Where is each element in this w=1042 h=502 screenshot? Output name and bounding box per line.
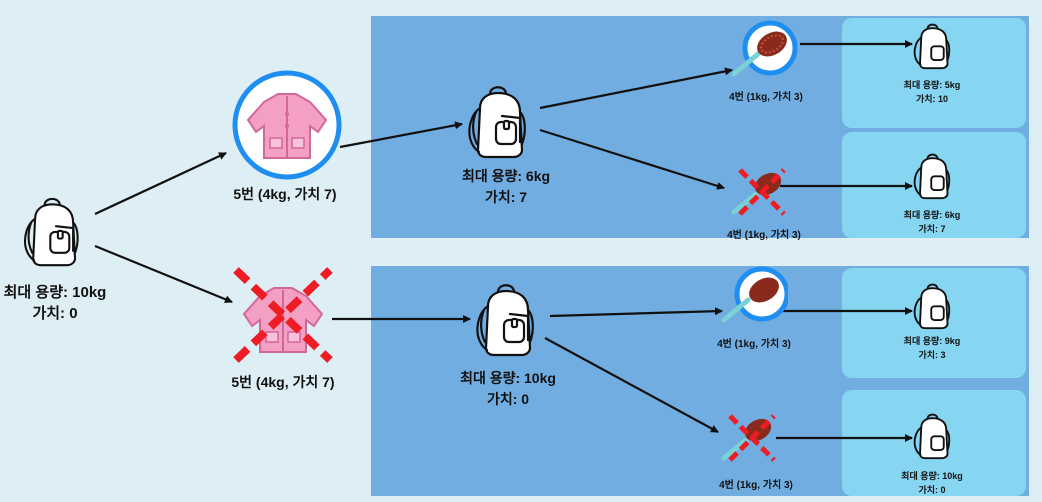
item4-label-4: 4번 (1kg, 가치 3) [719, 480, 793, 491]
item5-take-label: 5번 (4kg, 가치 7) [233, 186, 337, 202]
backpack-icon [913, 413, 951, 460]
backpack-icon [476, 284, 534, 357]
hairbrush-icon-rejected [731, 168, 786, 216]
hairbrush-icon-selected [721, 266, 788, 323]
item5-skip-label: 5번 (4kg, 가치 7) [231, 374, 335, 390]
edge-take-node [339, 121, 463, 149]
item4-label-1: 4번 (1kg, 가치 3) [729, 92, 803, 103]
node-top-label: 최대 용량: 6kg 가치: 7 [436, 166, 576, 208]
backpack-icon [913, 283, 951, 330]
leaf-3-capacity: 최대 용량: 9kg [903, 336, 961, 346]
backpack-icon [24, 197, 79, 267]
leaf-4-capacity: 최대 용량: 10kg [901, 471, 963, 481]
item4-label-3: 4번 (1kg, 가치 3) [717, 339, 791, 350]
leaf-4-label: 최대 용량: 10kg 가치: 0 [872, 469, 992, 497]
edge-root-skip [94, 244, 233, 304]
backpack-icon [468, 86, 526, 159]
backpack-icon [913, 153, 951, 200]
leaf-2-capacity: 최대 용량: 6kg [903, 210, 961, 220]
leaf-3-label: 최대 용량: 9kg 가치: 3 [872, 334, 992, 362]
leaf-2-value: 가치: 7 [918, 224, 946, 234]
jacket-icon-rejected [233, 267, 333, 363]
item4-label-2: 4번 (1kg, 가치 3) [727, 230, 801, 241]
leaf-1-label: 최대 용량: 5kg 가치: 10 [872, 78, 992, 106]
root-capacity: 최대 용량: 10kg [3, 284, 107, 301]
edge-root-take [94, 152, 227, 215]
hairbrush-icon [731, 31, 787, 77]
leaf-2-label: 최대 용량: 6kg 가치: 7 [872, 208, 992, 236]
backpack-icon [913, 23, 951, 70]
node-bottom-label: 최대 용량: 10kg 가치: 0 [438, 368, 578, 410]
node-top-value: 가치: 7 [484, 189, 528, 205]
leaf-1-capacity: 최대 용량: 5kg [903, 80, 961, 90]
hairbrush-icon [721, 277, 779, 323]
leaf-3-value: 가치: 3 [918, 350, 946, 360]
leaf-1-value: 가치: 10 [915, 94, 949, 104]
rejected-cross [738, 168, 786, 216]
edge-top-take [539, 67, 733, 110]
jacket-icon-selected [232, 70, 342, 180]
hairbrush-icon-selected [731, 20, 798, 77]
jacket-icon [246, 93, 328, 159]
hairbrush-icon-rejected [721, 414, 776, 462]
root-label: 최대 용량: 10kg 가치: 0 [0, 282, 120, 324]
edge-bot-take [549, 307, 723, 318]
node-bottom-value: 가치: 0 [486, 391, 530, 407]
edge-bot-skip [544, 337, 719, 433]
leaf-4-value: 가치: 0 [918, 485, 946, 495]
rejected-cross [728, 414, 776, 462]
root-value: 가치: 0 [32, 305, 78, 322]
rejected-cross [233, 267, 333, 363]
node-bottom-capacity: 최대 용량: 10kg [460, 370, 556, 386]
edge-top-skip [539, 128, 725, 190]
node-top-capacity: 최대 용량: 6kg [461, 168, 551, 184]
